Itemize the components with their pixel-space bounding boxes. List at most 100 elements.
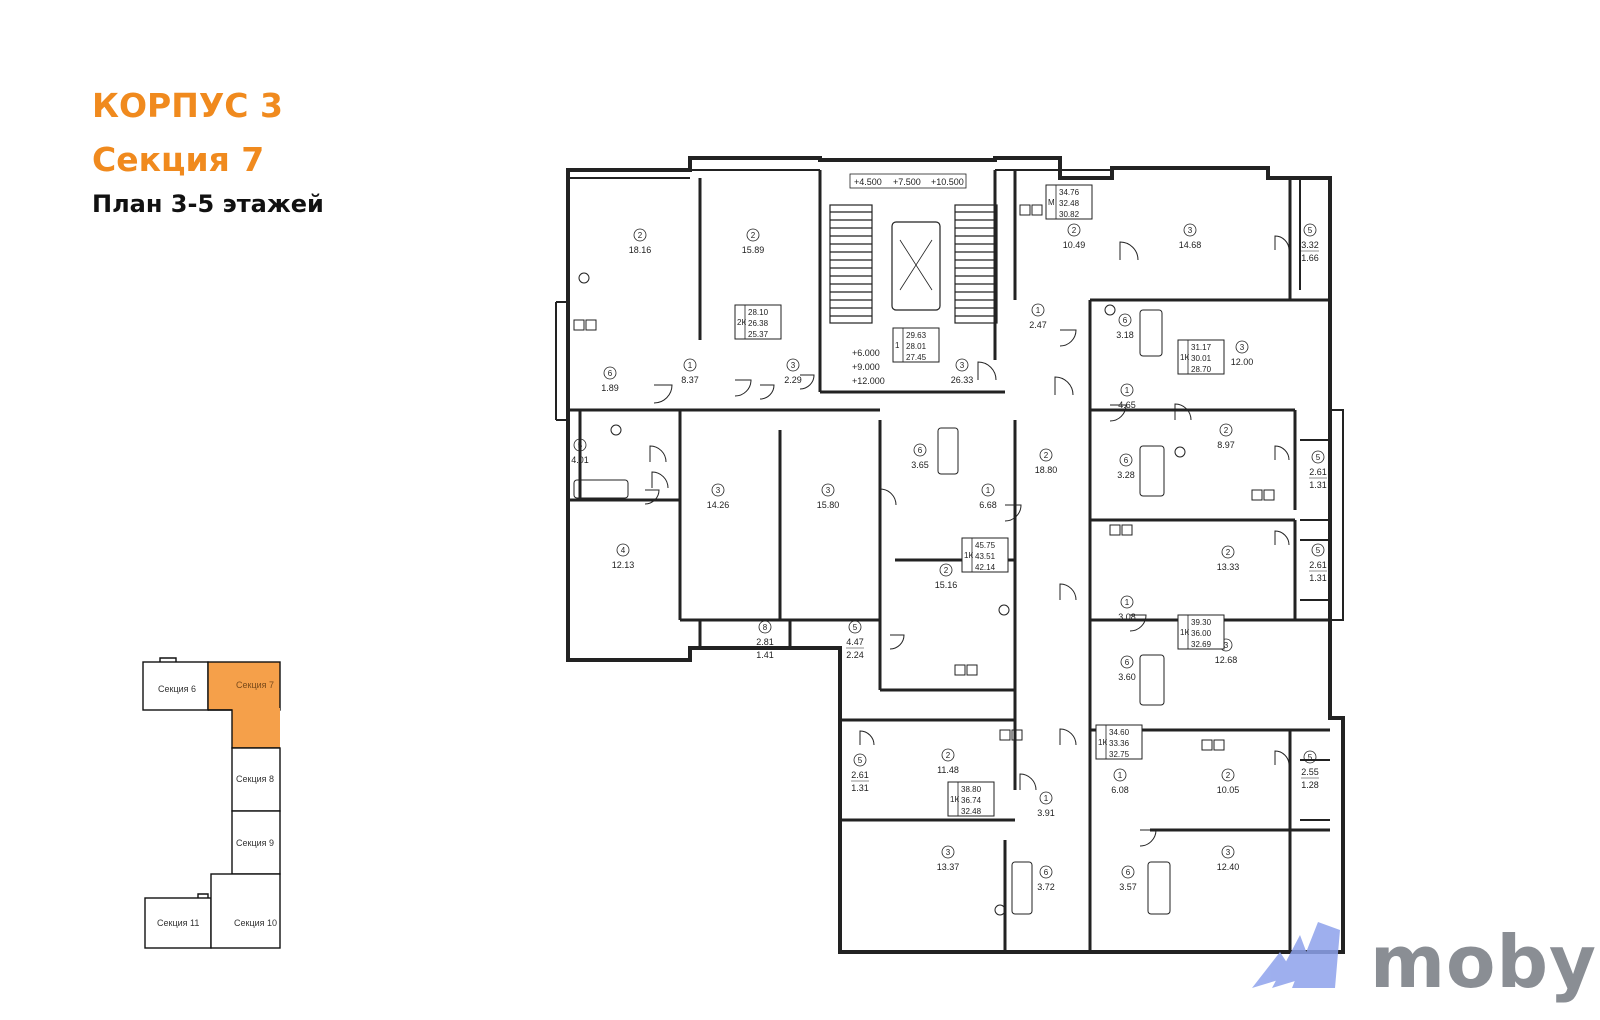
- room-number-circle: [1039, 448, 1053, 462]
- room-area: 3.57: [1119, 882, 1137, 892]
- room-number-circle: [1039, 791, 1053, 805]
- room-area: 18.16: [629, 245, 652, 255]
- apartment-area-value: 36.74: [961, 796, 982, 805]
- stove-burner: [1031, 204, 1043, 216]
- moby-logo-mark: [1252, 922, 1340, 988]
- room-area: 26.33: [951, 375, 974, 385]
- stove-burner: [1019, 204, 1031, 216]
- room-label: 312.00: [1231, 340, 1253, 367]
- room-area: 3.18: [1116, 330, 1134, 340]
- room-area: 12.13: [612, 560, 635, 570]
- room-number-circle: [1221, 545, 1235, 559]
- apartment-type: 1К: [950, 795, 959, 804]
- room-number-circle: [1067, 223, 1081, 237]
- door-swing: [1274, 445, 1290, 461]
- apartment-type: 1К: [964, 551, 973, 560]
- door-swing: [1129, 614, 1147, 632]
- room-label: 210.05: [1217, 768, 1239, 795]
- elev-mid-3: +12.000: [852, 376, 885, 386]
- room-number: 3: [716, 486, 721, 495]
- room-area: 3.72: [1037, 882, 1055, 892]
- key-section-11[interactable]: [144, 897, 212, 949]
- key-section-10[interactable]: [210, 873, 281, 949]
- door-swing: [759, 384, 775, 400]
- room-area-sub: 1.31: [851, 783, 869, 793]
- room-number: 8: [763, 623, 768, 632]
- room-number-circle: [1235, 340, 1249, 354]
- room-number-circle: [1039, 865, 1053, 879]
- room-area-sub: 1.31: [1309, 573, 1327, 583]
- bathtub: [1139, 445, 1165, 497]
- room-number: 2: [946, 751, 951, 760]
- room-label: 28.97: [1217, 423, 1235, 450]
- room-number-circle: [711, 483, 725, 497]
- door-swing: [1059, 728, 1077, 746]
- room-label: 52.611.31: [1309, 543, 1327, 583]
- room-number: 5: [1316, 453, 1321, 462]
- room-area: 18.80: [1035, 465, 1058, 475]
- room-number: 5: [578, 441, 583, 450]
- room-label: 326.33: [951, 358, 974, 385]
- room-number-circle: [683, 358, 697, 372]
- room-number: 2: [1224, 426, 1229, 435]
- room-number-circle: [633, 228, 647, 242]
- room-number-circle: [1311, 450, 1325, 464]
- room-number: 3: [946, 848, 951, 857]
- room-number: 6: [1123, 316, 1128, 325]
- door-swing: [1174, 403, 1192, 421]
- door-swing: [653, 384, 673, 404]
- room-area: 3.65: [911, 460, 929, 470]
- door-swing: [1054, 376, 1074, 396]
- apartment-tags: 2К28.1026.3825.37129.6328.0127.45М34.763…: [734, 184, 1225, 817]
- room-area-sub: 1.41: [756, 650, 774, 660]
- door-swing: [1274, 750, 1290, 766]
- apartment-area-value: 42.14: [975, 563, 996, 572]
- room-label: 313.37: [937, 845, 959, 872]
- apartment-area-value: 30.01: [1191, 354, 1212, 363]
- key-section-7-tail[interactable]: [232, 708, 280, 748]
- room-area: 15.80: [817, 500, 840, 510]
- key-label-6: Секция 6: [158, 684, 196, 694]
- room-label: 215.89: [742, 228, 765, 255]
- stove-burner: [1201, 739, 1213, 751]
- room-area-sub: 1.66: [1301, 253, 1319, 263]
- elev-mid-1: +6.000: [852, 348, 880, 358]
- room-number-circle: [1031, 303, 1045, 317]
- sink: [1174, 446, 1186, 458]
- room-number: 1: [1125, 598, 1130, 607]
- elevation-tags: +4.500 +7.500 +10.500 +6.000 +9.000 +12.…: [849, 173, 967, 386]
- room-number: 3: [826, 486, 831, 495]
- room-label: 63.72: [1037, 865, 1055, 892]
- room-number: 6: [608, 369, 613, 378]
- staircases: [829, 204, 998, 324]
- room-area: 4.47: [846, 637, 864, 647]
- room-number: 3: [1188, 226, 1193, 235]
- room-label: 13.08: [1118, 595, 1136, 622]
- room-number: 5: [858, 756, 863, 765]
- apartment-area-value: 29.63: [906, 331, 927, 340]
- stove-burner: [1121, 524, 1133, 536]
- plan-subtitle: План 3-5 этажей: [92, 190, 324, 218]
- room-number-circle: [1118, 313, 1132, 327]
- room-number-circle: [616, 543, 630, 557]
- room-area: 12.68: [1215, 655, 1238, 665]
- room-label: 63.18: [1116, 313, 1134, 340]
- room-number: 2: [638, 231, 643, 240]
- room-number-circle: [1183, 223, 1197, 237]
- door-swing: [644, 489, 660, 505]
- room-area: 2.47: [1029, 320, 1047, 330]
- room-number: 5: [1308, 753, 1313, 762]
- room-label: 14.65: [1118, 383, 1136, 410]
- key-label-10: Секция 10: [234, 918, 277, 928]
- room-area: 15.89: [742, 245, 765, 255]
- room-label: 213.33: [1217, 545, 1239, 572]
- room-area: 8.37: [681, 375, 699, 385]
- room-number-circle: [786, 358, 800, 372]
- room-number-circle: [853, 753, 867, 767]
- door-swing: [734, 379, 752, 397]
- door-swing: [799, 374, 815, 390]
- room-area: 2.61: [1309, 560, 1327, 570]
- building-walls: [555, 156, 1345, 954]
- room-area: 2.55: [1301, 767, 1319, 777]
